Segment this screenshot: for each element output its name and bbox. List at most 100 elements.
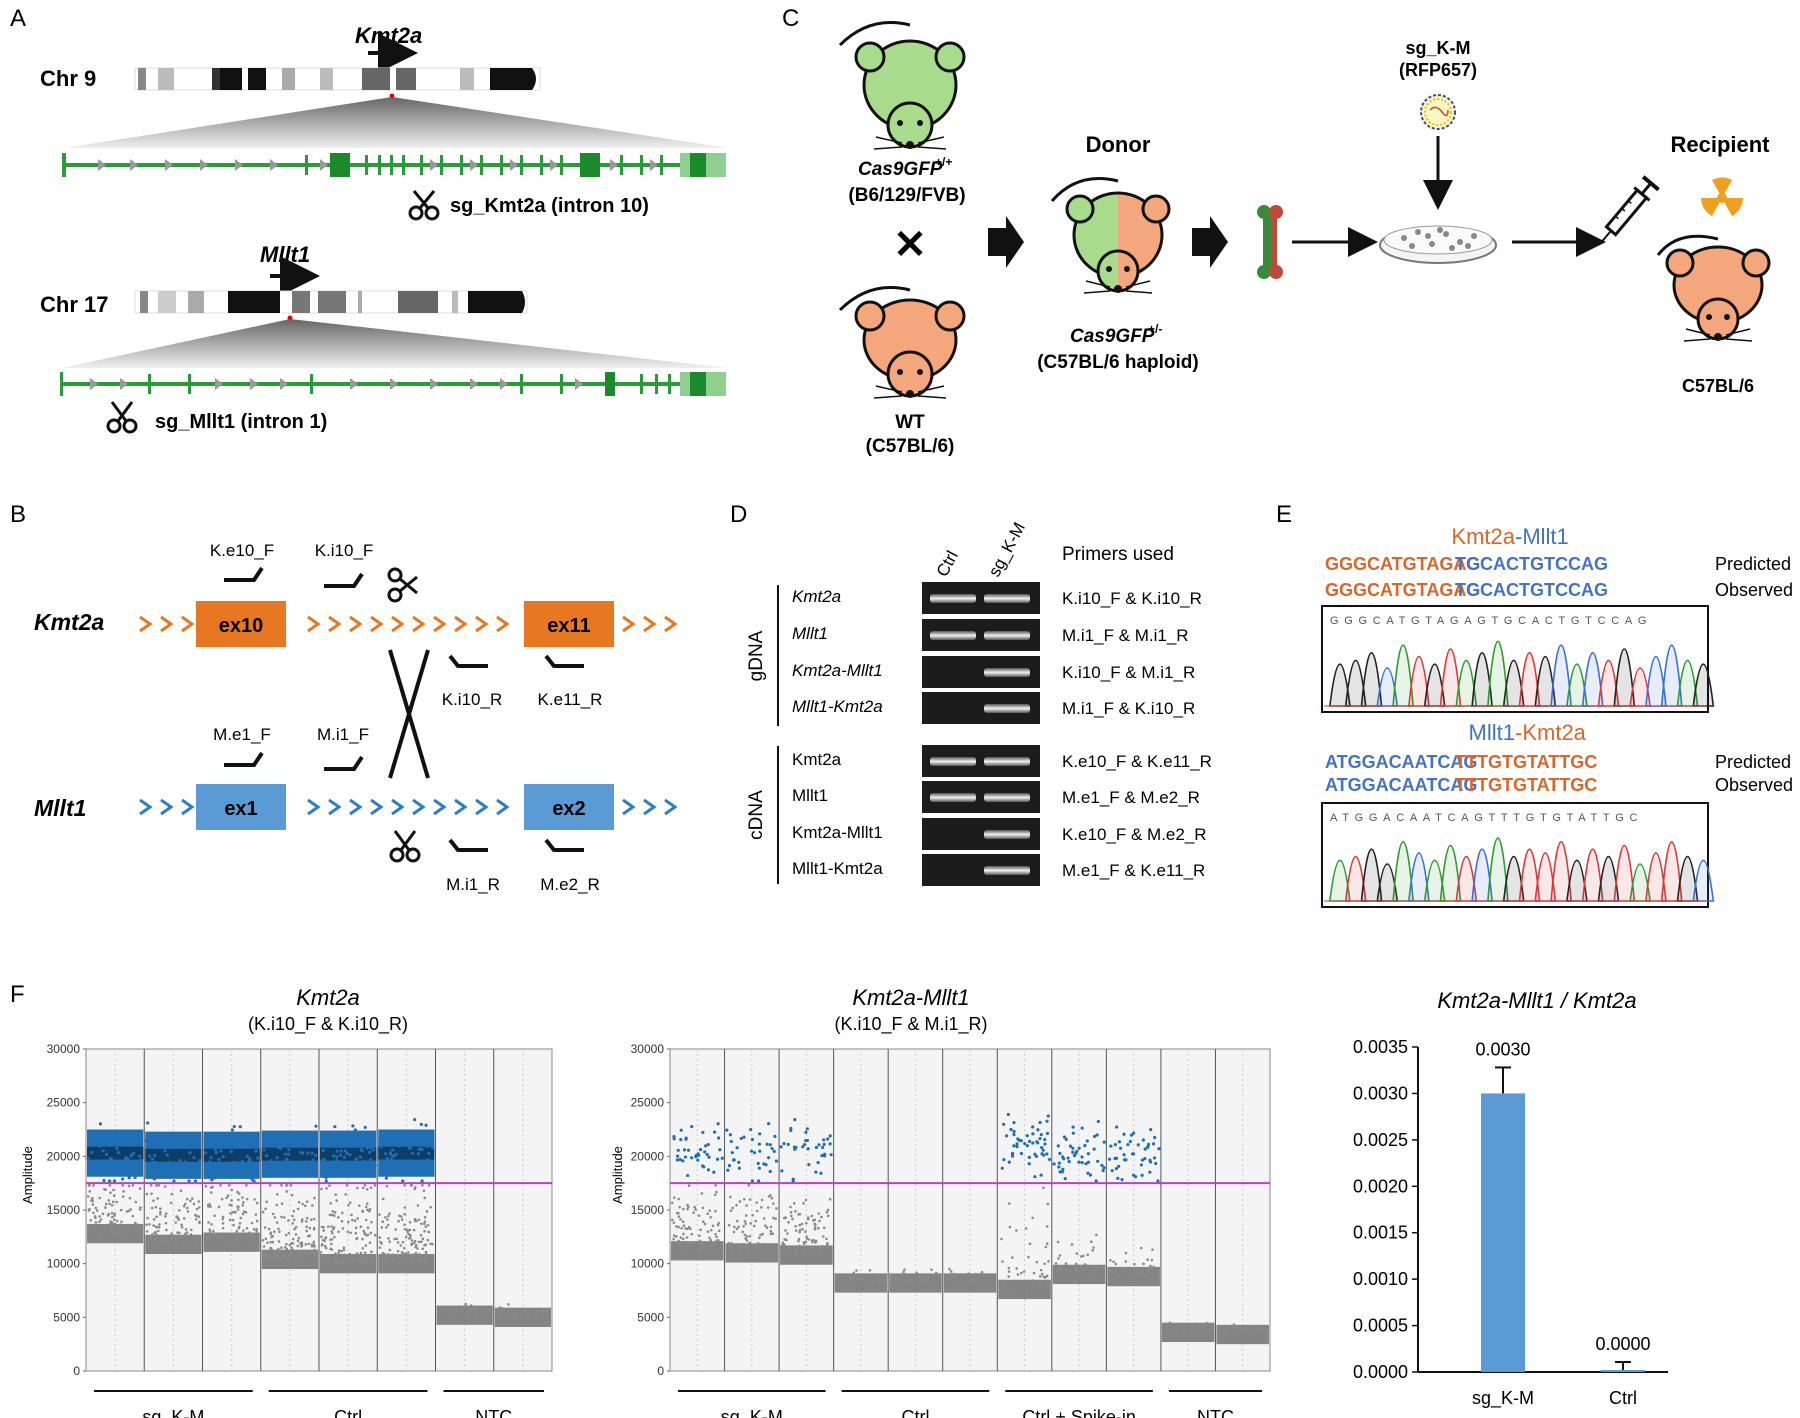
negative-droplet: [685, 1243, 689, 1246]
negative-droplet: [232, 1233, 235, 1237]
negative-droplet: [1089, 1240, 1093, 1244]
positive-droplet: [238, 1125, 242, 1129]
positive-droplet: [192, 1156, 196, 1160]
negative-droplet: [112, 1218, 116, 1221]
negative-droplet: [86, 1195, 90, 1198]
positive-droplet: [150, 1157, 155, 1161]
positive-droplet: [410, 1168, 414, 1172]
negative-droplet: [304, 1242, 308, 1246]
wt-strain: (C57BL/6): [866, 436, 955, 457]
negative-droplet: [340, 1211, 344, 1215]
negative-droplet: [1181, 1329, 1185, 1333]
negative-droplet: [186, 1210, 190, 1213]
positive-droplet: [686, 1148, 691, 1152]
positive-droplet: [757, 1142, 762, 1146]
negative-droplet: [180, 1223, 183, 1227]
negative-droplet: [1149, 1264, 1152, 1268]
negative-droplet: [329, 1247, 332, 1251]
negative-droplet: [1146, 1258, 1149, 1261]
y-tick-label: 30000: [631, 1042, 665, 1056]
negative-droplet: [686, 1207, 689, 1211]
positive-droplet: [1122, 1132, 1126, 1136]
negative-droplet: [1226, 1326, 1229, 1330]
negative-droplet: [699, 1228, 702, 1232]
negative-droplet: [255, 1229, 258, 1233]
negative-droplet: [420, 1240, 423, 1243]
negative-droplet: [175, 1215, 178, 1219]
negative-droplet: [752, 1251, 755, 1254]
negative-droplet: [806, 1217, 810, 1220]
chromatogram-peak: [1360, 652, 1383, 707]
positive-droplet: [1043, 1137, 1047, 1142]
negative-droplet: [408, 1237, 411, 1240]
negative-droplet: [123, 1231, 127, 1235]
negative-droplet: [1027, 1255, 1030, 1259]
negative-droplet: [267, 1254, 271, 1257]
seq-part-orange: GGGCATGTAGAG: [1325, 554, 1480, 574]
negative-droplet: [170, 1235, 174, 1239]
positive-droplet: [817, 1143, 821, 1147]
negative-droplet: [152, 1218, 156, 1221]
negative-droplet: [813, 1227, 817, 1231]
negative-droplet: [345, 1258, 349, 1262]
negative-droplet: [542, 1314, 545, 1317]
positive-droplet: [768, 1169, 772, 1174]
negative-droplet: [250, 1221, 254, 1225]
negative-droplet: [263, 1254, 267, 1257]
intron-chevron: [328, 798, 342, 816]
negative-droplet: [769, 1225, 773, 1229]
positive-droplet: [345, 1161, 349, 1165]
group-label: NTC: [475, 1407, 512, 1418]
negative-droplet: [232, 1223, 235, 1227]
negative-droplet: [238, 1225, 241, 1229]
negative-droplet: [198, 1221, 201, 1225]
negative-droplet: [417, 1240, 421, 1244]
negative-droplet: [794, 1224, 797, 1228]
negative-droplet: [951, 1276, 954, 1279]
ddpcr2-subtitle: (K.i10_F & M.i1_R): [834, 1014, 987, 1035]
negative-droplet: [413, 1239, 417, 1243]
negative-droplet: [283, 1245, 287, 1249]
positive-droplet: [188, 1137, 192, 1142]
negative-droplet: [386, 1223, 390, 1227]
observed-label: Observed: [1715, 775, 1793, 795]
negative-droplet: [706, 1230, 710, 1233]
positive-droplet: [390, 1158, 394, 1162]
positive-droplet: [773, 1134, 777, 1138]
rfp657-label: (RFP657): [1399, 60, 1477, 80]
positive-droplet: [246, 1132, 250, 1136]
negative-droplet: [889, 1274, 892, 1277]
positive-droplet: [1083, 1143, 1087, 1148]
negative-droplet: [111, 1200, 115, 1204]
negative-droplet-band: [320, 1254, 377, 1274]
negative-droplet: [248, 1231, 251, 1235]
positive-droplet-core: [87, 1146, 144, 1160]
chromatogram-peak: [1392, 841, 1414, 902]
intron-chevron: [349, 615, 363, 633]
positive-droplet: [1027, 1155, 1031, 1159]
negative-droplet: [120, 1208, 123, 1212]
chromatogram-peak: [1360, 848, 1383, 902]
negative-droplet: [1064, 1262, 1068, 1265]
positive-droplet: [230, 1143, 234, 1147]
group-label: sg_K-M: [721, 1407, 783, 1418]
negative-droplet: [511, 1315, 515, 1319]
negative-droplet: [1094, 1233, 1098, 1237]
positive-droplet: [768, 1143, 772, 1147]
positive-droplet: [675, 1158, 679, 1162]
negative-droplet: [732, 1230, 736, 1234]
gel-row-primers: M.e1_F & K.e11_R: [1062, 861, 1205, 880]
positive-droplet: [1085, 1139, 1089, 1143]
negative-droplet: [331, 1209, 335, 1213]
positive-droplet: [313, 1153, 318, 1157]
trace1-basecalls: GGGCATGTAGAGTGCACTGTCCAG: [1330, 615, 1652, 627]
negative-droplet: [1045, 1242, 1049, 1245]
chromatogram-peak: [1455, 659, 1478, 707]
negative-droplet: [287, 1231, 291, 1235]
negative-droplet: [810, 1214, 814, 1218]
negative-droplet: [238, 1222, 242, 1225]
positive-droplet: [704, 1144, 708, 1148]
negative-droplet: [784, 1216, 787, 1219]
negative-droplet: [361, 1237, 364, 1241]
negative-droplet: [352, 1257, 355, 1261]
